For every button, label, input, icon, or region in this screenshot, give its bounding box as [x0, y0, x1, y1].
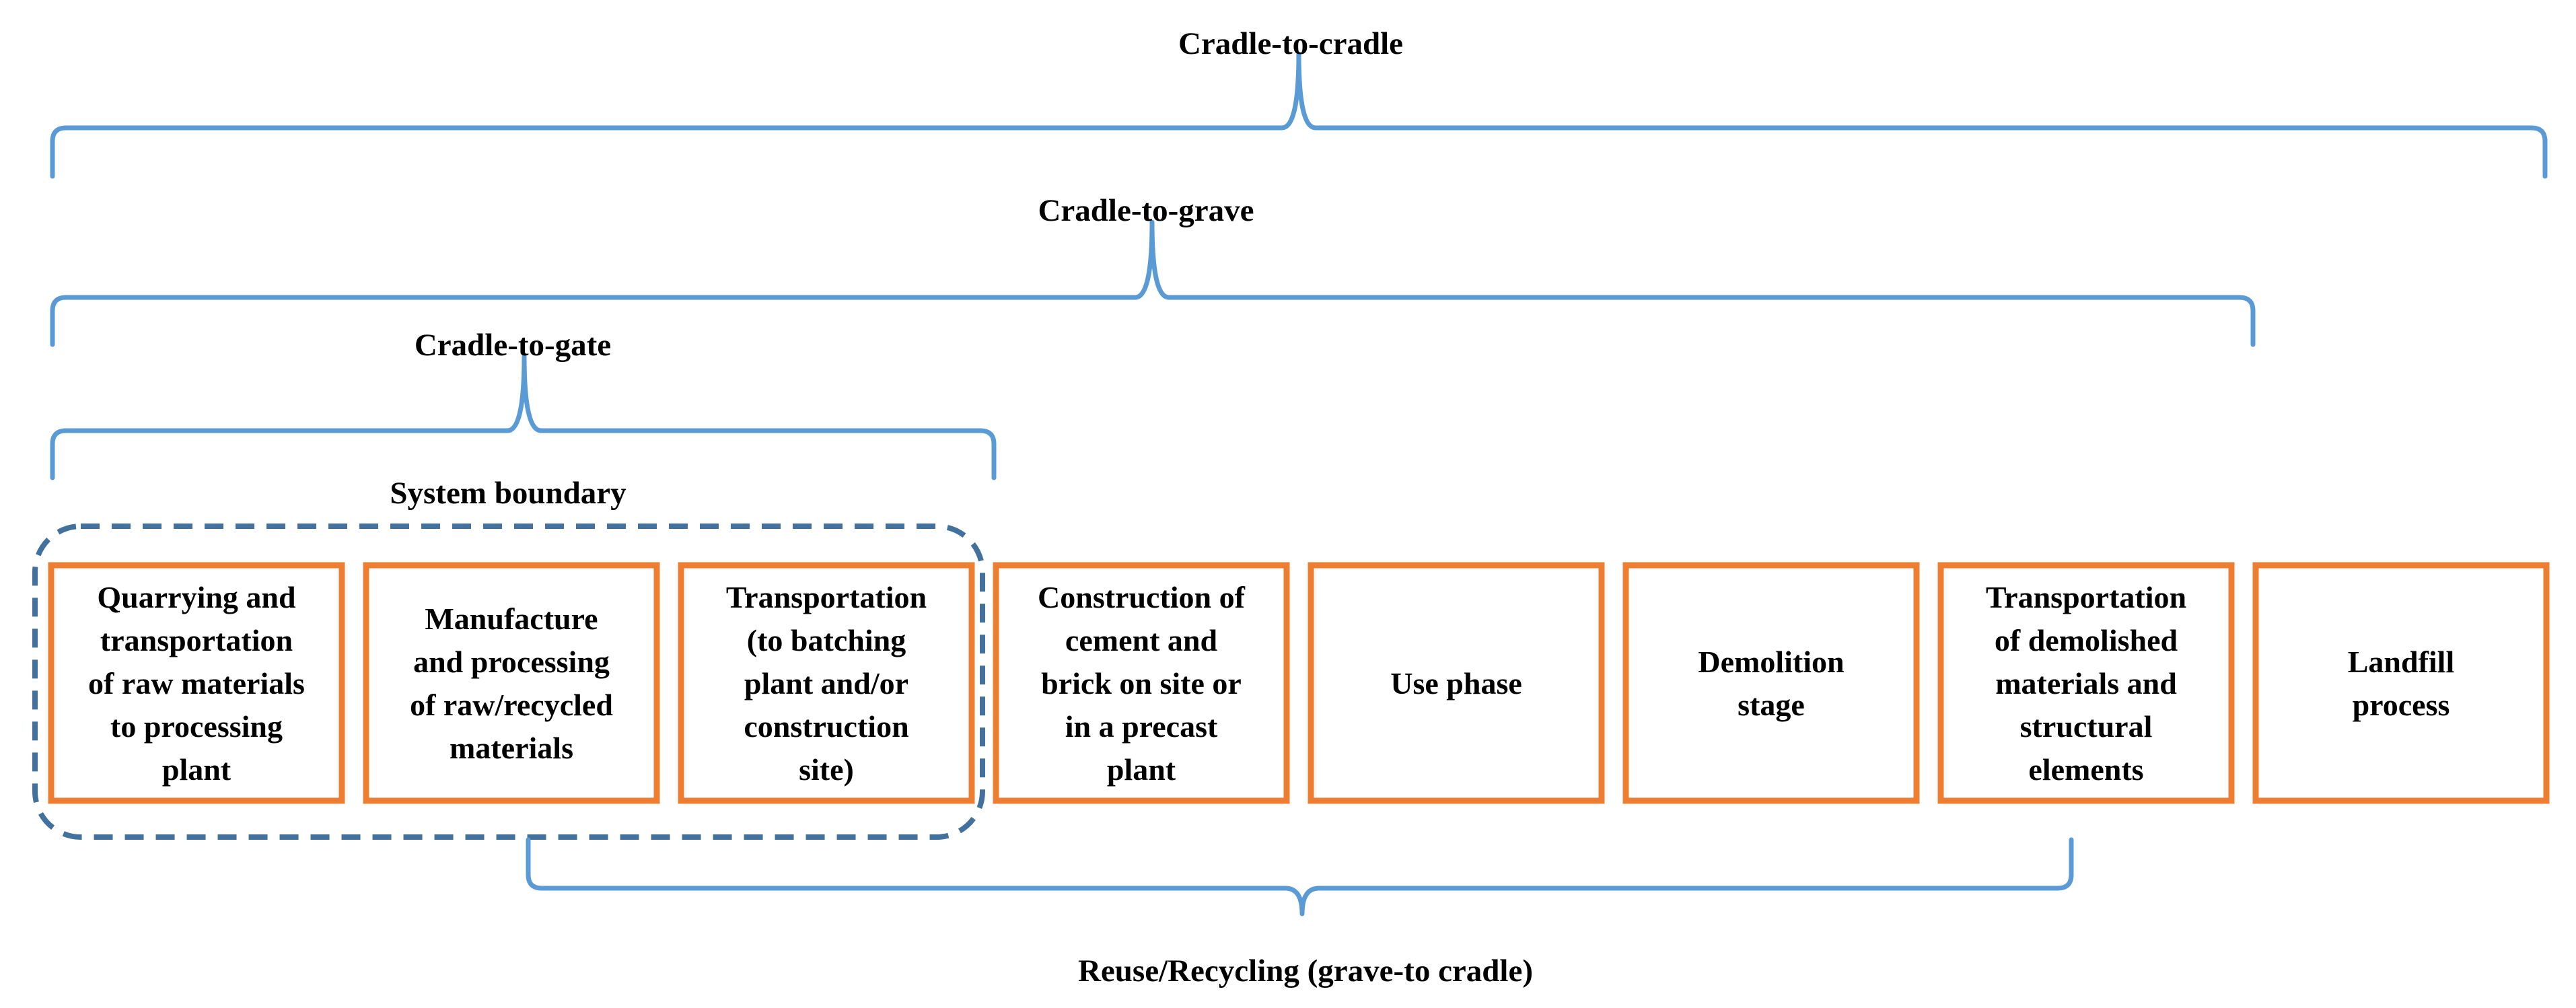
stage-label: Quarrying and transportation of raw materi… — [88, 580, 305, 787]
stage-label-line: Construction of — [1038, 580, 1246, 614]
stage-box — [363, 562, 660, 804]
stage-box — [678, 562, 975, 804]
stage-label-line: elements — [2028, 752, 2143, 787]
stage-label-line: plant and/or — [744, 666, 908, 700]
reuse-recycling-label: Reuse/Recycling (grave-to cradle) — [1078, 953, 1533, 988]
stage-label-line: construction — [744, 709, 908, 744]
stage-label: Transportation (to batching plant and/or co… — [726, 580, 927, 787]
stage-box — [1937, 562, 2235, 804]
stage-label-line: Use phase — [1390, 666, 1522, 700]
stage-label: Demolition stage — [1698, 645, 1844, 722]
stage-label-line: (to batching — [747, 623, 906, 657]
stage-label-line: in a precast — [1065, 709, 1218, 744]
stage-label: Landfill process — [2348, 645, 2455, 722]
stage-box — [1308, 562, 1605, 804]
stage-label-line: brick on site or — [1041, 666, 1242, 700]
stage-box — [1622, 562, 1920, 804]
stage-label-line: process — [2353, 688, 2450, 722]
stage-label-line: to processing — [110, 709, 283, 744]
stage-label: Use phase — [1390, 666, 1522, 700]
stage-label-line: Transportation — [1986, 580, 2186, 614]
stage-label-line: of raw materials — [88, 666, 305, 700]
stage-label-line: Manufacture — [425, 602, 598, 636]
stage-label-line: materials — [450, 731, 573, 765]
stage-label-line: Landfill — [2348, 645, 2455, 679]
stage-label-line: cement and — [1065, 623, 1218, 657]
stage-label: Construction of cement and brick on site o… — [1038, 580, 1246, 787]
cradle-to-cradle-label: Cradle-to-cradle — [1178, 26, 1403, 61]
system-boundary-label: System boundary — [390, 476, 627, 511]
stage-box — [993, 562, 1290, 804]
stage-label-line: of demolished — [1995, 623, 2178, 657]
stage-label-line: and processing — [413, 645, 610, 679]
system-boundary — [32, 524, 985, 840]
stage-label-line: plant — [162, 752, 231, 787]
stage-label-line: Demolition — [1698, 645, 1844, 679]
stage-box — [48, 562, 345, 804]
stage-label: Manufacture and processing of raw/recycled… — [410, 602, 613, 765]
stage-label-line: of raw/recycled — [410, 688, 613, 722]
stage-row: Quarrying and transportation of raw materi… — [48, 562, 2550, 804]
stage-label-line: transportation — [100, 623, 293, 657]
stage-label-line: materials and — [1995, 666, 2177, 700]
cradle-to-cradle-brace — [50, 51, 2548, 179]
cradle-to-gate-label: Cradle-to-gate — [415, 328, 611, 363]
stage-label-line: Transportation — [726, 580, 927, 614]
stage-label-line: plant — [1107, 752, 1176, 787]
stage-label-line: Quarrying and — [97, 580, 296, 614]
cradle-to-gate-brace — [50, 354, 997, 480]
stage-label-line: site) — [799, 752, 854, 787]
reuse-recycling-brace — [526, 837, 2074, 916]
stage-label: Transportation of demolished materials and… — [1986, 580, 2186, 787]
stage-label-line: structural — [2020, 709, 2153, 744]
cradle-to-grave-label: Cradle-to-grave — [1038, 193, 1254, 228]
stage-box — [2252, 562, 2550, 804]
stage-label-line: stage — [1738, 688, 1805, 722]
cradle-to-grave-brace — [50, 219, 2256, 347]
